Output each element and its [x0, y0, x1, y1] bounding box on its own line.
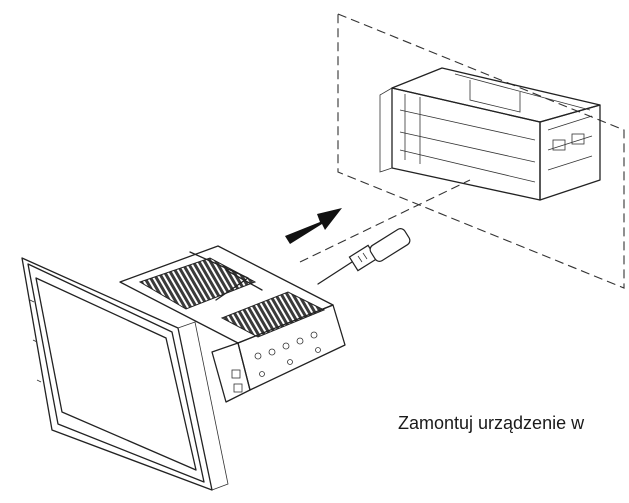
mounting-sleeve [379, 67, 601, 201]
arrow-right-icon [285, 208, 342, 244]
head-unit-screen [21, 257, 229, 491]
heatsink-fins-right [220, 291, 326, 338]
screwdriver-icon [317, 228, 411, 285]
insertion-guide-line [299, 179, 471, 263]
installation-caption: Zamontuj urządzenie w [398, 413, 585, 433]
dashboard-panel [337, 13, 625, 289]
head-unit-chassis [119, 245, 346, 403]
